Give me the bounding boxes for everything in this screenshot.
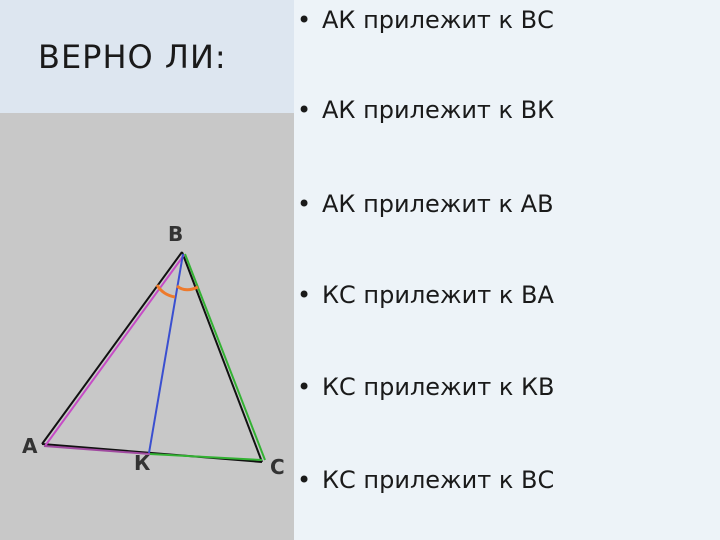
bisector-bk xyxy=(148,253,184,454)
bullet-icon: • xyxy=(297,96,312,124)
bullet-icon: • xyxy=(297,373,312,401)
statement-text: КС прилежит к ВА xyxy=(322,281,554,309)
statement-item: • АК прилежит к ВК xyxy=(294,90,720,130)
side-bc-outline xyxy=(181,251,263,463)
angle-mark-right xyxy=(176,284,199,292)
angle-mark-left xyxy=(155,284,176,299)
bullet-icon: • xyxy=(297,281,312,309)
statement-text: АК прилежит к АВ xyxy=(322,190,554,218)
statement-item: • КС прилежит к КВ xyxy=(294,367,720,407)
label-point-b: В xyxy=(168,222,183,246)
statement-item: • КС прилежит к ВА xyxy=(294,275,720,315)
side-ac-outline xyxy=(41,443,263,463)
side-bc xyxy=(184,253,266,461)
bullet-icon: • xyxy=(297,466,312,494)
statement-text: АК прилежит к ВК xyxy=(322,96,555,124)
side-ab xyxy=(44,254,185,447)
label-point-a: А xyxy=(22,434,38,458)
label-point-c: С xyxy=(270,455,285,479)
statement-text: КС прилежит к ВС xyxy=(322,466,555,494)
triangle-diagram: В А К С xyxy=(22,222,285,479)
label-point-k: К xyxy=(134,451,151,475)
title-area: ВЕРНО ЛИ: xyxy=(0,0,294,113)
statement-item: • АК прилежит к ВС xyxy=(294,0,720,40)
segment-ak xyxy=(43,445,151,455)
statements-list: • АК прилежит к ВС • АК прилежит к ВК • … xyxy=(294,0,720,540)
segment-kc xyxy=(149,453,263,461)
statement-item: • КС прилежит к ВС xyxy=(294,460,720,500)
statement-text: КС прилежит к КВ xyxy=(322,373,555,401)
slide-title: ВЕРНО ЛИ: xyxy=(38,38,227,76)
bullet-icon: • xyxy=(297,6,312,34)
statement-text: АК прилежит к ВС xyxy=(322,6,554,34)
side-ab-outline xyxy=(41,251,183,445)
statement-item: • АК прилежит к АВ xyxy=(294,184,720,224)
bullet-icon: • xyxy=(297,190,312,218)
triangle-diagram-panel: В А К С xyxy=(0,113,294,540)
